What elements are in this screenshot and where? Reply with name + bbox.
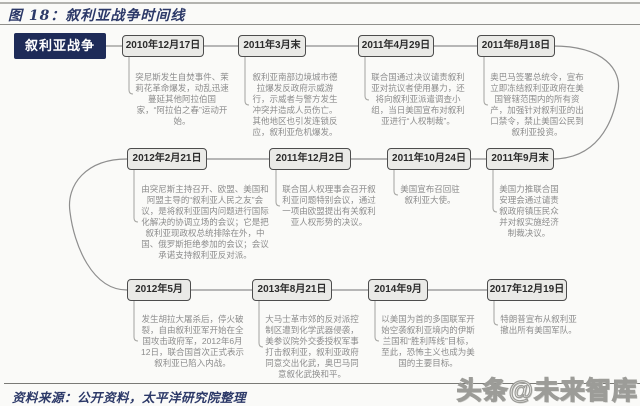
timeline-event-desc: 特朗普宣布从叙利亚撤出所有美国军队。 [500,314,577,335]
timeline-date-box: 2013年8月21日 [252,279,332,301]
timeline-date-box: 2011年10月24日 [387,148,471,170]
top-divider [0,2,640,4]
timeline-root-node: 叙利亚战争 [14,33,106,59]
watermark-logo: 头条@未来智库 [456,376,638,405]
source-note: 资料来源：公开资料，太平洋研究院整理 [12,390,247,405]
timeline-event-desc: 奥巴马签署总统令，宣布立即冻结叙利亚政府在美国管辖范围内的所有资产，加强针对叙利… [490,72,584,137]
timeline-date-box: 2011年12月2日 [269,148,351,170]
footer-divider [4,383,640,384]
figure-title: 图 18：叙利亚战争时间线 [8,8,186,24]
timeline-event-desc: 以美国为首的多国联军开始空袭叙利亚境内的伊斯兰国和“胜利阵线”目标，至此，恐怖主… [381,314,475,368]
timeline-date-box: 2011年4月29日 [358,35,434,57]
timeline-date-box: 2011年3月末 [238,35,306,57]
timeline-date-box: 2011年8月18日 [477,35,555,57]
timeline-date-box: 2012年2月21日 [127,148,207,170]
timeline-event-desc: 大马士革市郊的反对派控制区遭到化学武器侵袭，美参议院外交委授权军事打击叙利亚，叙… [265,314,359,379]
timeline-event-desc: 美国力推联合国安理会通过谴责叙政府镇压民众并对叙实施经济制裁决议。 [499,184,559,238]
timeline-event-desc: 由突尼斯主持召开、欧盟、美国和阿盟主导的“叙利亚人民之友”会议，是将叙利亚国内问… [141,184,269,260]
timeline-date-box: 2010年12月17日 [122,35,204,57]
timeline-event-desc: 叙利亚南部边境城市德拉爆发反政府示威游行，示威者与警方发生冲突并造成人员伤亡。其… [252,72,338,137]
timeline-event-desc: 美国宣布召回驻叙利亚大使。 [400,184,460,205]
timeline-event-desc: 发生胡拉大屠杀后，停火破裂，自由叙利亚军开始在全国攻击政府军，2012年6月12… [141,314,244,368]
timeline-date-box: 2011年9月末 [486,148,554,170]
timeline-event-desc: 联合国通过决议谴责叙利亚对抗议者使用暴力，还将向叙利亚派遣调查小组，当日美国宣布… [371,72,465,126]
title-divider [0,24,640,25]
timeline-event-desc: 联合国人权理事会召开叙利亚问题特别会议，通过一项由欧盟提出有关叙利亚人权形势的决… [282,184,376,227]
timeline-date-box: 2017年12月19日 [487,279,567,301]
timeline-date-box: 2014年9月 [368,279,428,301]
timeline-date-box: 2012年5月 [127,279,191,301]
timeline-event-desc: 突尼斯发生自焚事件、茉莉花革命爆发，动乱迅速蔓延其他阿拉伯国家，“阿拉伯之春”运… [135,72,229,126]
